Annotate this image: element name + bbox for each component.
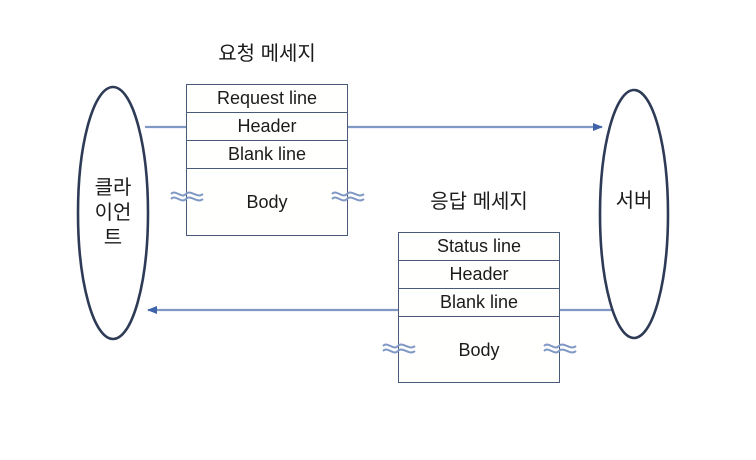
request-message-title: 요청 메세지 — [218, 43, 316, 65]
client-ellipse — [76, 85, 150, 341]
server-ellipse — [598, 88, 670, 340]
request-message-box: Request line Header Blank line Body — [186, 84, 348, 236]
request-row-body: Body — [246, 192, 288, 212]
request-row-header: Header — [187, 113, 347, 141]
request-row-request-line: Request line — [187, 85, 347, 113]
response-row-body: Body — [458, 340, 500, 360]
response-message-box: Status line Header Blank line Body — [398, 232, 560, 383]
request-row-blank-line: Blank line — [187, 141, 347, 169]
response-row-status-line: Status line — [399, 233, 559, 261]
response-message-title: 응답 메세지 — [430, 191, 528, 213]
response-row-blank-line: Blank line — [399, 289, 559, 317]
response-row-header: Header — [399, 261, 559, 289]
